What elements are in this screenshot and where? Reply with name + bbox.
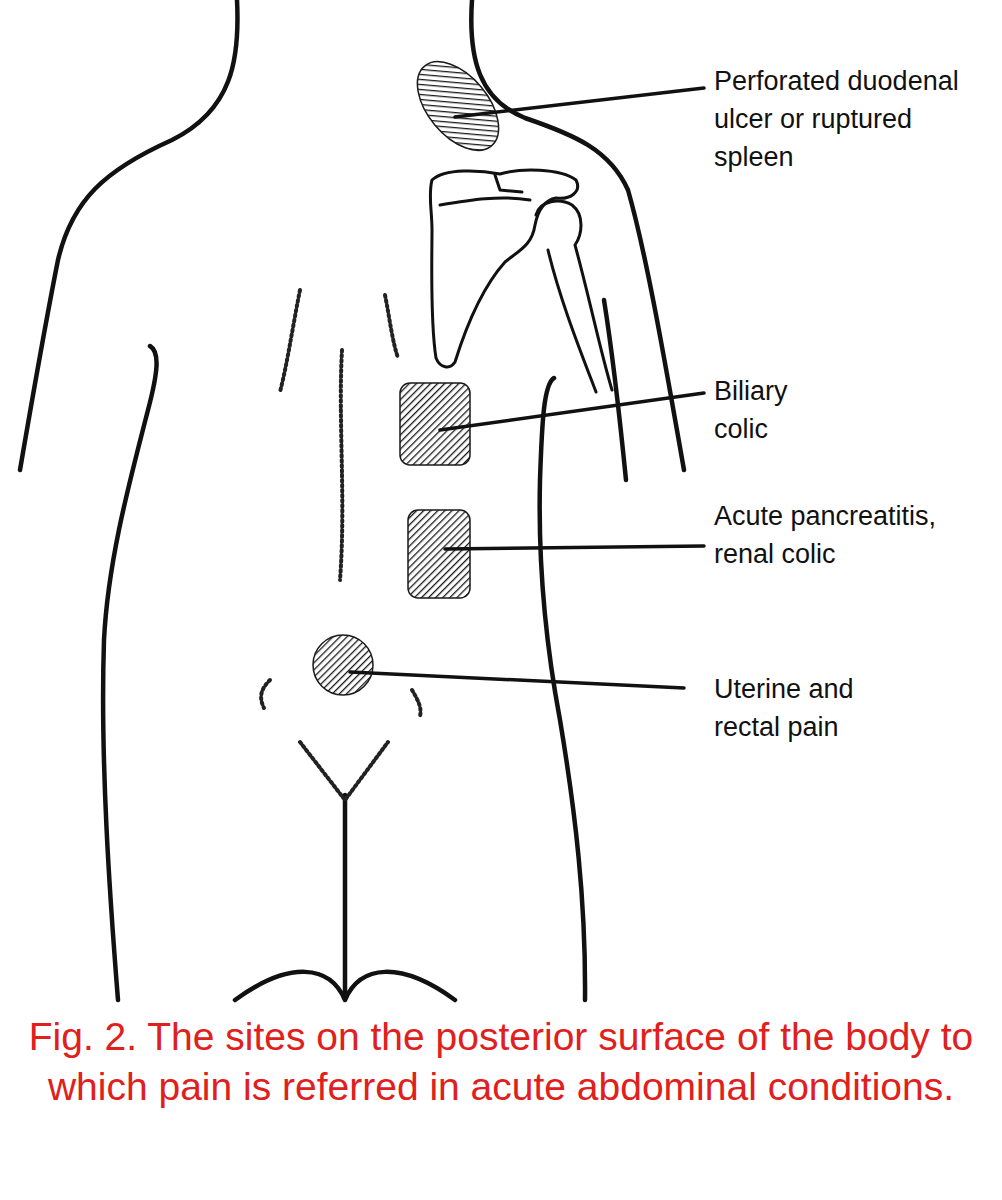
body-outline: [604, 300, 626, 480]
gluteal-cleft: [235, 795, 455, 1000]
dimple-mark: [412, 690, 421, 716]
pain-area: [402, 47, 515, 165]
clavicle-joint: [495, 175, 522, 192]
dimple-mark: [261, 680, 270, 708]
muscle-contour: [385, 295, 398, 358]
pain-area: [408, 510, 470, 598]
pain-area: [313, 635, 373, 695]
callout-label: Perforated duodenal ulcer or ruptured sp…: [714, 62, 959, 176]
spine-dots: [340, 350, 342, 580]
leader-line: [445, 546, 704, 549]
body-outline: [103, 346, 156, 1000]
sacral-mark: [300, 742, 388, 800]
humerus-bone: [536, 201, 612, 392]
leader-line: [455, 88, 704, 117]
pain-area: [400, 383, 470, 465]
scapula-spine: [440, 198, 530, 205]
body-outline: [20, 0, 238, 470]
muscle-contour: [280, 290, 300, 392]
leader-line: [440, 393, 704, 430]
callout-label: Biliary colic: [714, 372, 834, 448]
callout-label: Uterine and rectal pain: [714, 670, 899, 746]
body-outline: [540, 378, 585, 1000]
scapula-bone: [430, 170, 577, 367]
leader-line: [350, 672, 684, 688]
callout-label: Acute pancreatitis, renal colic: [714, 497, 959, 573]
figure-caption: Fig. 2. The sites on the posterior surfa…: [16, 1012, 986, 1112]
